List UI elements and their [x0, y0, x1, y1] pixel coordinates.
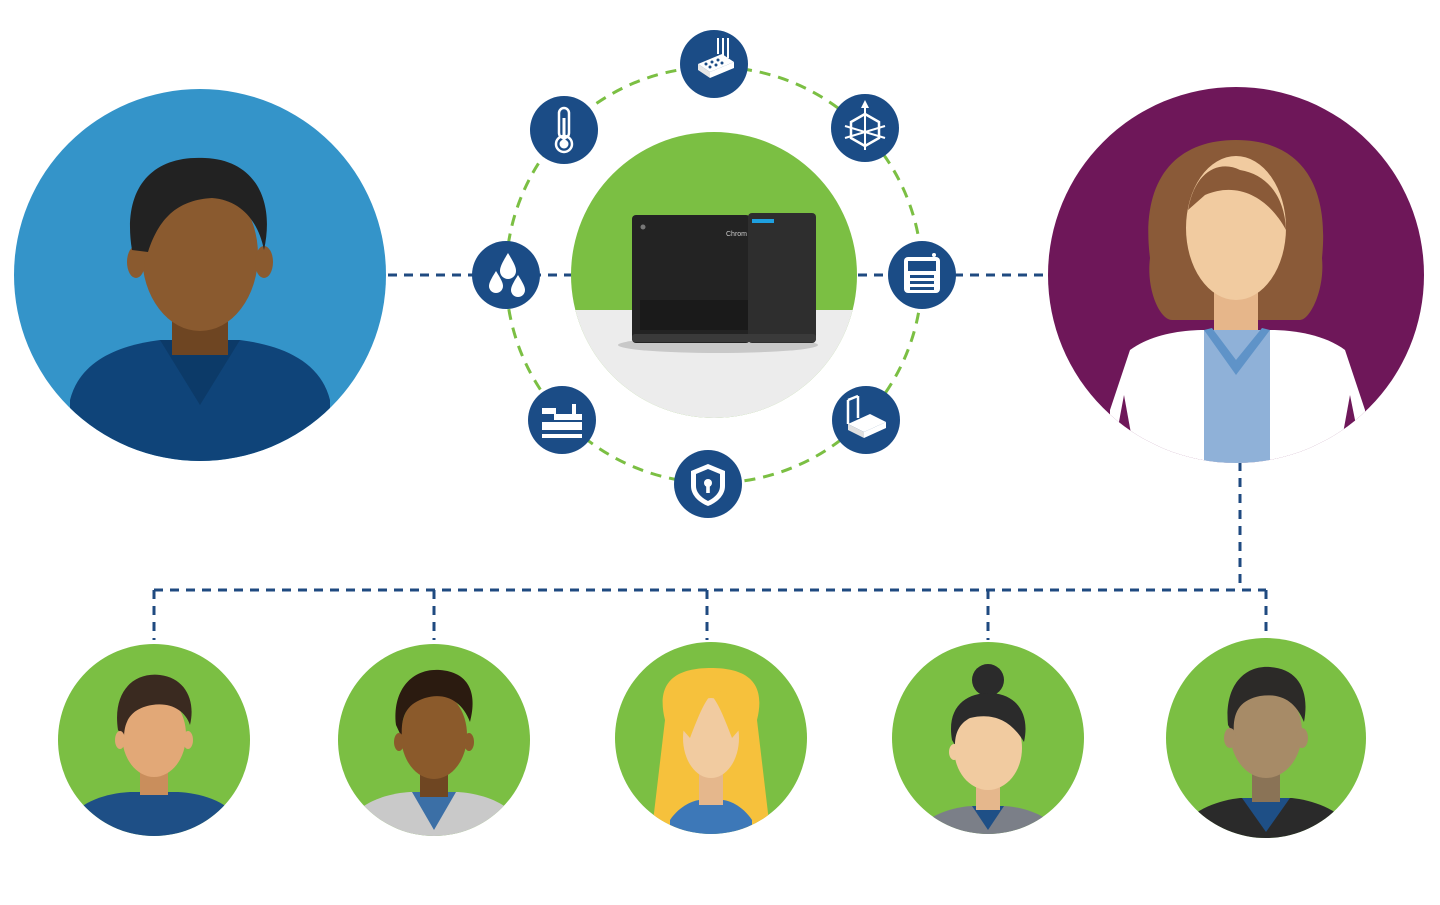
liquid-drops-icon	[472, 241, 540, 309]
instrument-image: Chrom	[632, 213, 816, 343]
team-member-2	[338, 644, 530, 836]
team-member-5	[1166, 638, 1366, 838]
lead-scientist-node	[14, 89, 386, 461]
security-shield-lock-icon	[674, 450, 742, 518]
instrument-node: Chrom	[571, 132, 857, 418]
lab-manager-node	[1048, 87, 1424, 463]
instrument-brand: Chrom	[726, 231, 747, 238]
person-icon	[70, 157, 330, 461]
plate-rack-icon	[832, 386, 900, 454]
person-icon	[652, 668, 770, 834]
team-member-1	[58, 644, 250, 836]
feature-icons	[472, 30, 956, 518]
3d-axes-cube-icon	[831, 94, 899, 162]
microplate-pipette-icon	[680, 30, 748, 98]
team-member-3	[615, 642, 807, 834]
thermometer-icon	[530, 96, 598, 164]
plate-reader-icon	[888, 241, 956, 309]
team-member-4	[892, 642, 1084, 834]
gripper-arm-icon	[528, 386, 596, 454]
